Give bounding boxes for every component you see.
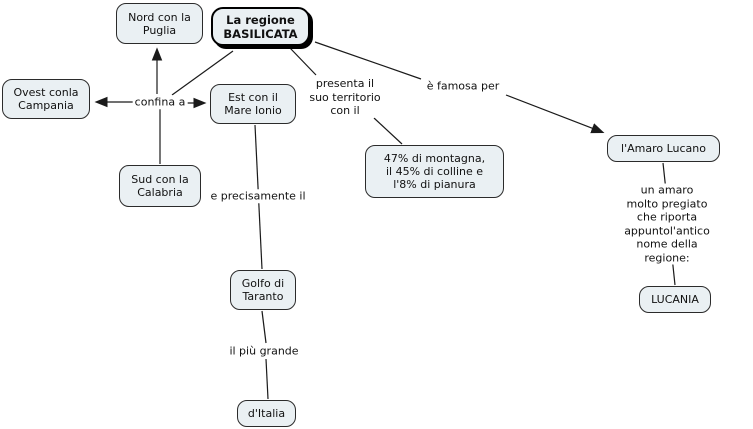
line-golfo-to-grande bbox=[261, 310, 267, 344]
node-percentuali-territorio[interactable]: 47% di montagna, il 45% di colline e l'8… bbox=[365, 145, 504, 198]
node-d-italia[interactable]: d'Italia bbox=[237, 400, 296, 427]
node-amaro-lucano[interactable]: l'Amaro Lucano bbox=[607, 135, 720, 162]
node-ovest-con-la-campania[interactable]: Ovest conla Campania bbox=[2, 79, 90, 119]
linking-phrase-precisamente[interactable]: e precisamente il bbox=[208, 189, 308, 203]
line-grande-to-ditalia bbox=[265, 358, 269, 400]
line-basilicata-to-presenta bbox=[289, 47, 317, 76]
node-sud-con-la-calabria[interactable]: Sud con la Calabria bbox=[119, 165, 201, 207]
node-est-con-il-mare-ionio[interactable]: Est con il Mare Ionio bbox=[210, 84, 296, 124]
linking-phrase-piu-grande[interactable]: il più grande bbox=[227, 344, 301, 358]
line-basilicata-to-confina bbox=[171, 50, 234, 96]
node-golfo-di-taranto[interactable]: Golfo di Taranto bbox=[230, 270, 296, 310]
linking-phrase-confina-a[interactable]: confina a bbox=[132, 95, 188, 109]
line-presenta-to-montagna bbox=[373, 117, 403, 145]
line-basilicata-to-famosa bbox=[314, 41, 422, 80]
node-lucania[interactable]: LUCANIA bbox=[639, 286, 711, 313]
linking-phrase-presenta-territorio[interactable]: presenta il suo territorio con il bbox=[307, 76, 383, 118]
linking-phrase-famosa-per[interactable]: è famosa per bbox=[424, 79, 502, 93]
node-nord-con-la-puglia[interactable]: Nord con la Puglia bbox=[116, 3, 203, 44]
node-la-regione-basilicata[interactable]: La regione BASILICATA bbox=[211, 7, 310, 46]
linking-phrase-amaro-description[interactable]: un amaro molto pregiato che riporta appu… bbox=[622, 183, 712, 265]
arrow-famosa-to-amaro bbox=[505, 94, 605, 134]
